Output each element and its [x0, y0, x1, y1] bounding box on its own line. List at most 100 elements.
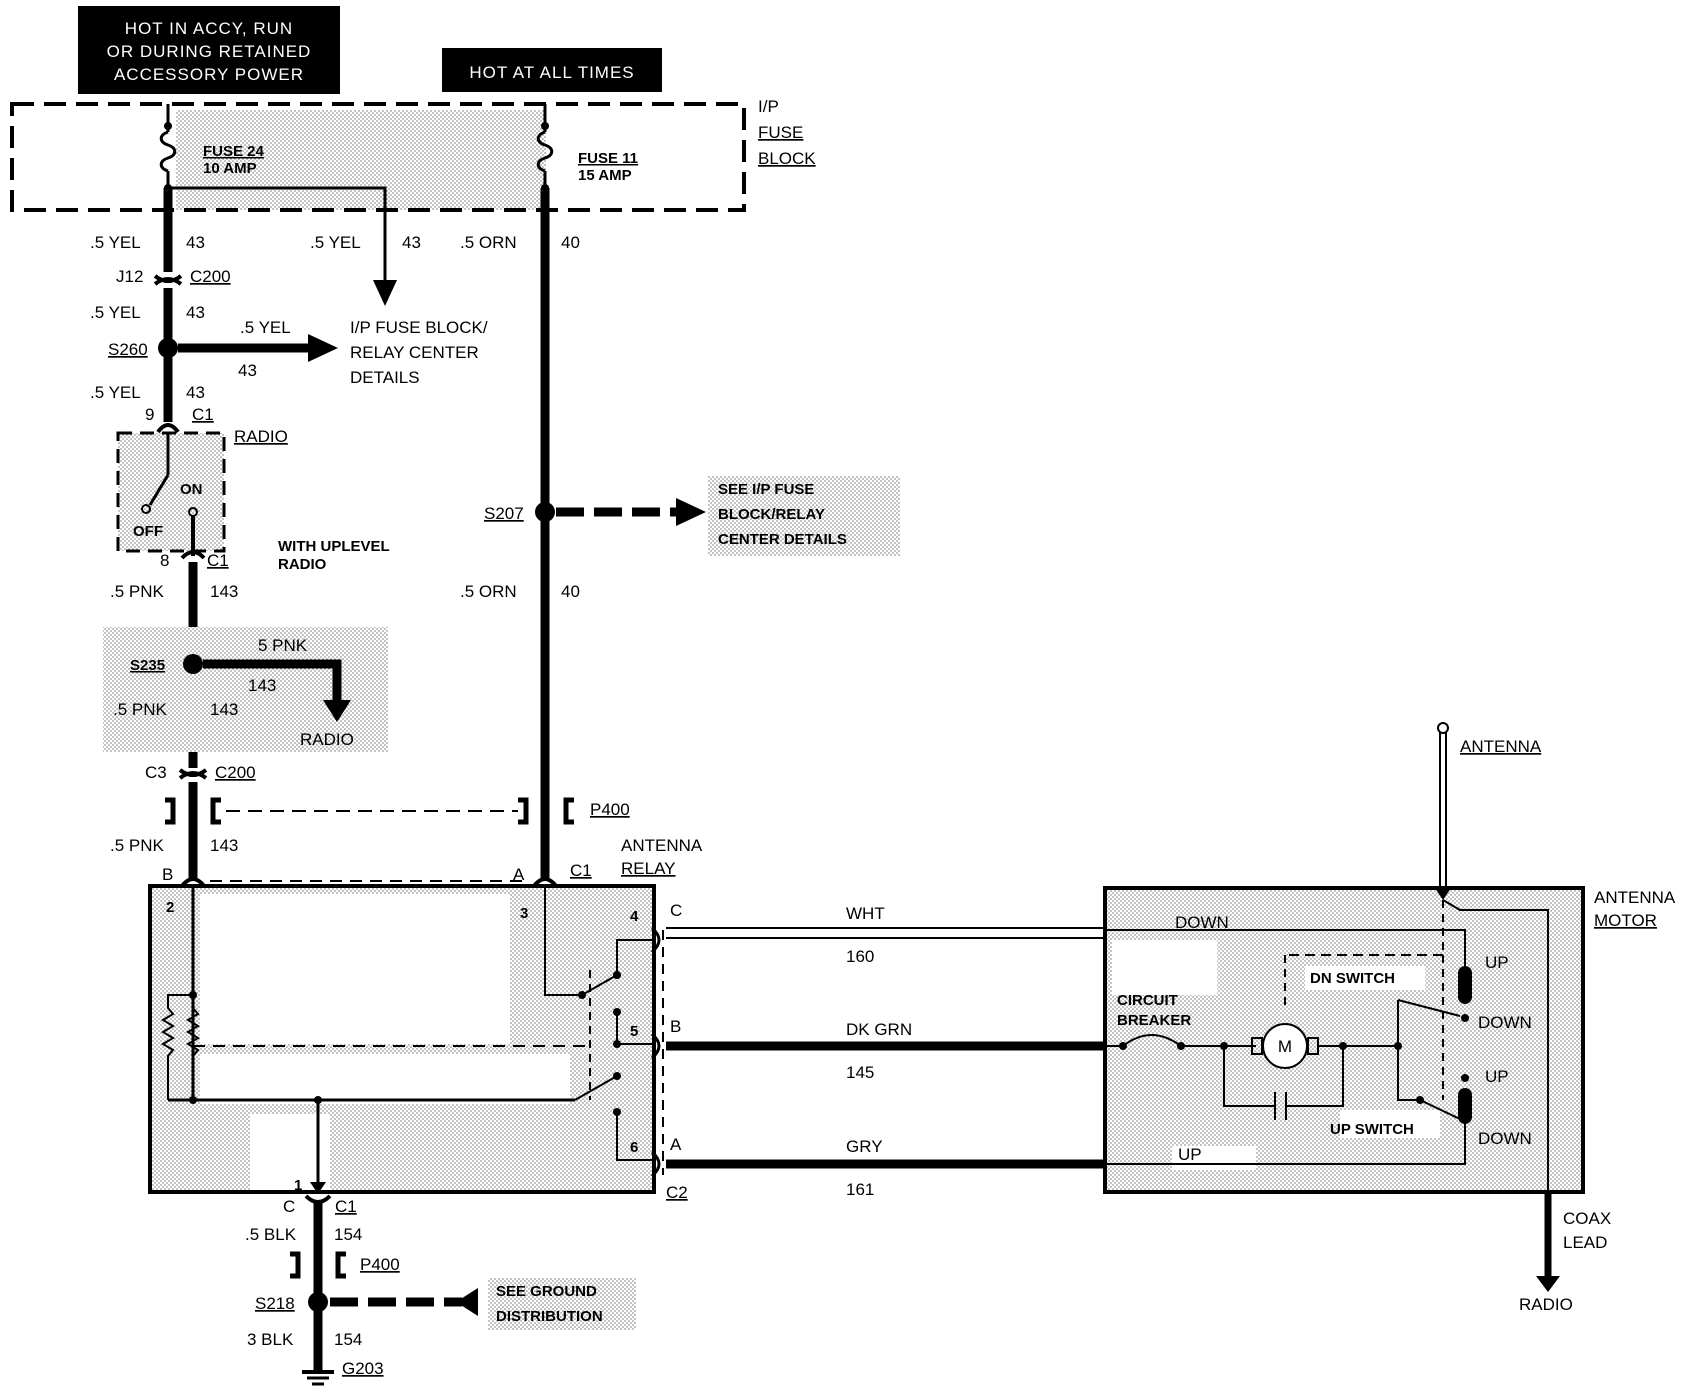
svg-text:.5 PNK: .5 PNK [113, 700, 168, 719]
svg-text:P400: P400 [360, 1255, 400, 1274]
svg-text:CENTER DETAILS: CENTER DETAILS [718, 531, 847, 548]
svg-text:161: 161 [846, 1180, 874, 1199]
svg-text:S218: S218 [255, 1294, 295, 1313]
svg-text:3: 3 [520, 905, 528, 922]
svg-text:.5 PNK: .5 PNK [110, 582, 165, 601]
svg-text:154: 154 [334, 1225, 362, 1244]
svg-text:C1: C1 [570, 861, 592, 880]
antenna-motor: ANTENNA MOTOR ANTENNA DOWN UP DN SWITCH … [1103, 722, 1676, 1314]
radio-switch: 9 C1 RADIO ON OFF 8 C1 WITH UPLEVEL RADI… [116, 405, 390, 573]
svg-text:RELAY CENTER: RELAY CENTER [350, 343, 479, 362]
svg-text:DK GRN: DK GRN [846, 1020, 912, 1039]
svg-text:J12: J12 [116, 267, 143, 286]
svg-text:DOWN: DOWN [1175, 913, 1229, 932]
svg-text:DOWN: DOWN [1478, 1129, 1532, 1148]
svg-text:43: 43 [186, 383, 205, 402]
gry-circuit-161: GRY 161 [666, 1137, 1105, 1199]
splice-s235-area: S235 5 PNK 143 .5 PNK 143 RADIO [103, 627, 388, 752]
ref-fuse-block-details: I/P FUSE BLOCK/ RELAY CENTER DETAILS [350, 318, 488, 387]
svg-text:3 BLK: 3 BLK [247, 1330, 294, 1349]
svg-text:C: C [670, 901, 682, 920]
svg-text:.5 BLK: .5 BLK [245, 1225, 297, 1244]
svg-text:HOT IN ACCY, RUN: HOT IN ACCY, RUN [125, 19, 293, 38]
svg-text:40: 40 [561, 582, 580, 601]
svg-text:LEAD: LEAD [1563, 1233, 1607, 1252]
svg-text:.5 YEL: .5 YEL [90, 383, 141, 402]
svg-text:B: B [162, 865, 173, 884]
svg-text:S235: S235 [130, 657, 165, 674]
svg-text:ANTENNA: ANTENNA [1594, 888, 1676, 907]
svg-text:.5 PNK: .5 PNK [110, 836, 165, 855]
svg-text:1: 1 [294, 1177, 302, 1194]
svg-text:MOTOR: MOTOR [1594, 911, 1657, 930]
svg-text:A: A [513, 865, 525, 884]
svg-text:SEE GROUND: SEE GROUND [496, 1283, 597, 1300]
svg-text:5: 5 [630, 1023, 638, 1040]
svg-text:DISTRIBUTION: DISTRIBUTION [496, 1308, 603, 1325]
svg-text:RADIO: RADIO [1519, 1295, 1573, 1314]
pnk-circuit-143-lower: .5 PNK 143 [110, 782, 238, 880]
svg-text:160: 160 [846, 947, 874, 966]
svg-text:G203: G203 [342, 1359, 384, 1378]
svg-text:RADIO: RADIO [278, 556, 327, 573]
svg-text:5 PNK: 5 PNK [258, 636, 308, 655]
fuse-block-label-1: I/P [758, 97, 779, 116]
svg-text:WITH UPLEVEL: WITH UPLEVEL [278, 538, 390, 555]
fuse-block-label-2: FUSE [758, 123, 803, 142]
fuse-block-label-3: BLOCK [758, 149, 816, 168]
arrow-down-icon [373, 280, 397, 306]
svg-text:SEE I/P FUSE: SEE I/P FUSE [718, 481, 814, 498]
fuse-24: FUSE 24 10 AMP [159, 104, 387, 280]
svg-text:FUSE 24: FUSE 24 [203, 143, 265, 160]
svg-text:BLOCK/RELAY: BLOCK/RELAY [718, 506, 825, 523]
svg-text:.5 YEL: .5 YEL [310, 233, 361, 252]
arrow-down-icon [323, 700, 351, 722]
fuse-11: FUSE 11 15 AMP [536, 104, 638, 192]
orn-circuit-40: .5 ORN 40 .5 ORN 40 [460, 188, 580, 880]
svg-text:.5 YEL: .5 YEL [90, 233, 141, 252]
svg-text:C1: C1 [207, 551, 229, 570]
svg-text:M: M [1278, 1037, 1292, 1056]
svg-text:UP SWITCH: UP SWITCH [1330, 1121, 1414, 1138]
svg-text:OFF: OFF [133, 523, 163, 540]
svg-text:43: 43 [186, 233, 205, 252]
svg-text:.5 ORN: .5 ORN [460, 582, 517, 601]
svg-text:43: 43 [186, 303, 205, 322]
svg-text:ANTENNA: ANTENNA [1460, 737, 1542, 756]
svg-text:B: B [670, 1017, 681, 1036]
wht-circuit-160: WHT 160 [666, 904, 1105, 966]
svg-text:ON: ON [180, 481, 203, 498]
svg-text:RELAY: RELAY [621, 859, 676, 878]
svg-text:UP: UP [1485, 1067, 1509, 1086]
svg-text:BREAKER: BREAKER [1117, 1012, 1191, 1029]
ip-fuse-block: I/P FUSE BLOCK [10, 97, 816, 212]
svg-text:UP: UP [1485, 953, 1509, 972]
antenna-relay: ANTENNA RELAY B A C1 2 3 1 4 5 [148, 836, 703, 1194]
svg-text:C1: C1 [192, 405, 214, 424]
connector-c200-c3: C3 C200 [145, 763, 256, 782]
connector-p400-upper: P400 [165, 797, 630, 825]
svg-text:CIRCUIT: CIRCUIT [1117, 992, 1178, 1009]
svg-text:4: 4 [630, 908, 639, 925]
svg-text:P400: P400 [590, 800, 630, 819]
svg-text:.5 YEL: .5 YEL [240, 318, 291, 337]
splice-s260: S260 .5 YEL 43 [108, 318, 338, 380]
accy-power-header: HOT IN ACCY, RUN OR DURING RETAINED ACCE… [78, 6, 340, 94]
arrow-left-icon [456, 1288, 478, 1316]
connector-c200-j12: J12 C200 [116, 267, 231, 286]
svg-text:.5 ORN: .5 ORN [460, 233, 517, 252]
svg-text:C: C [283, 1197, 295, 1216]
svg-text:RADIO: RADIO [300, 730, 354, 749]
splice-s207: S207 SEE I/P FUSE BLOCK/RELAY CENTER DET… [484, 476, 900, 556]
svg-text:COAX: COAX [1563, 1209, 1611, 1228]
svg-text:S207: S207 [484, 504, 524, 523]
yel-circuit-43: .5 YEL 43 .5 YEL 43 [90, 188, 421, 306]
svg-text:A: A [670, 1135, 682, 1154]
svg-text:143: 143 [210, 582, 238, 601]
svg-text:143: 143 [210, 836, 238, 855]
svg-text:.5 YEL: .5 YEL [90, 303, 141, 322]
svg-text:FUSE 11: FUSE 11 [578, 150, 638, 167]
blk-circuit-154: C C1 .5 BLK 154 P400 3 BLK 154 [245, 1194, 400, 1372]
ground-g203: G203 [302, 1359, 384, 1386]
